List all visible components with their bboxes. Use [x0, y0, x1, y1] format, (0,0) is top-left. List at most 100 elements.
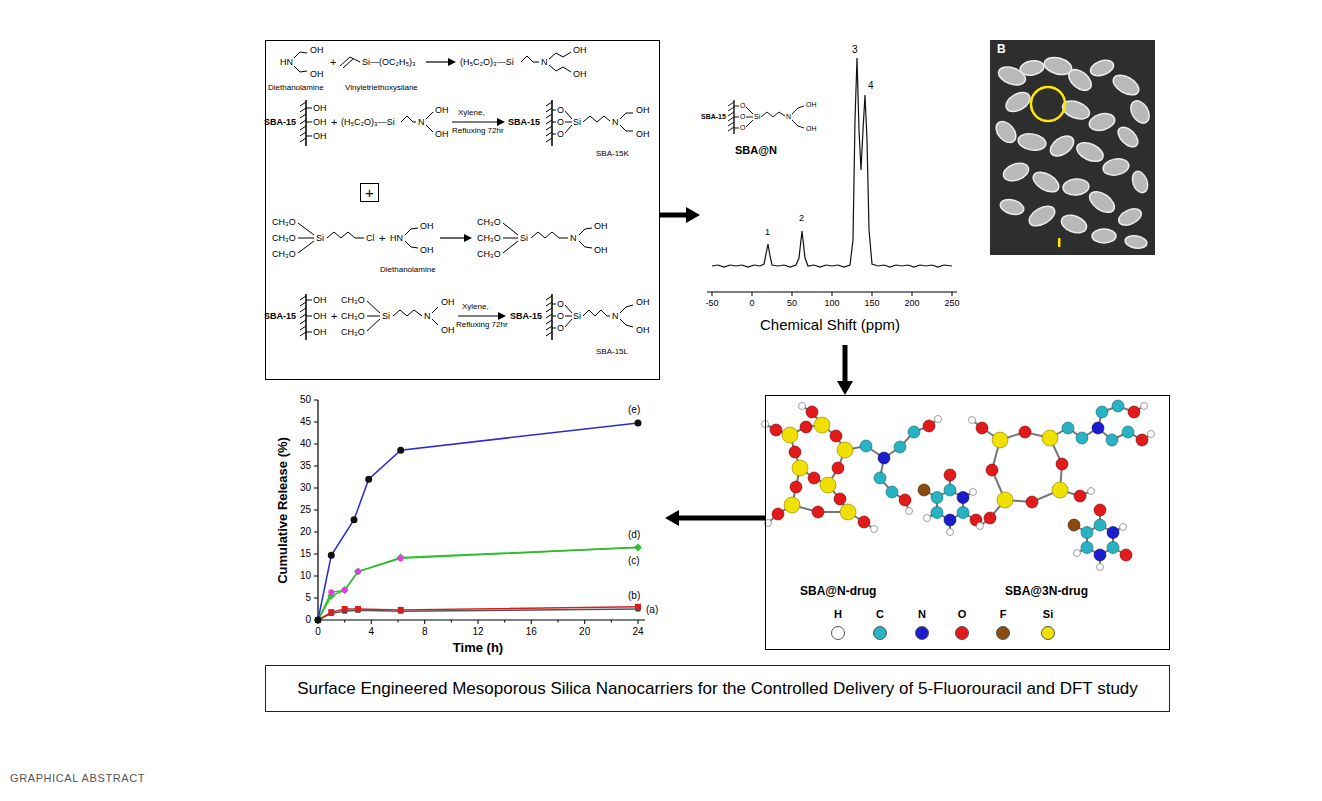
node-text: N [570, 233, 577, 243]
reaction-bonds [405, 241, 418, 248]
reaction-arrows [497, 118, 505, 126]
dft-molecules [800, 421, 812, 433]
dft-molecules [944, 514, 956, 526]
node-text: OH [636, 129, 650, 139]
dft-molecules [845, 419, 938, 511]
release-curve-b [315, 604, 641, 623]
release-curve-b [355, 606, 361, 612]
arrow-head [837, 381, 853, 395]
reaction-bonds [300, 102, 306, 142]
dft-molecules [1094, 504, 1106, 516]
release-curve-d [318, 547, 638, 620]
nmr-spectrum [712, 292, 952, 296]
sem-micrograph [1130, 169, 1151, 194]
node-text: + [379, 232, 385, 245]
release-curve-e [635, 419, 642, 426]
release-curve-d [342, 587, 348, 593]
release-curve-a [316, 607, 641, 623]
arrow-shaft [677, 516, 765, 521]
reaction-bonds [565, 111, 572, 133]
sem-micrograph [1110, 71, 1142, 99]
dft-molecules [806, 406, 818, 418]
dft-molecules [832, 462, 844, 474]
dft-molecules [1081, 527, 1093, 539]
node-text: O [557, 299, 564, 309]
dft-molecules [906, 508, 913, 515]
sem-micrograph [1115, 124, 1142, 151]
axis-tick-label: 20 [579, 626, 590, 638]
dft-molecules [878, 452, 890, 464]
node-text: B [997, 43, 1006, 57]
curve-label: (b) [628, 590, 640, 602]
release-curve-c [318, 547, 638, 620]
curve-label: (d) [628, 529, 640, 541]
node-text: + [330, 56, 336, 69]
nmr-tick-label: 150 [864, 298, 879, 308]
node-text: + [331, 116, 337, 129]
sem-micrograph [1059, 212, 1089, 236]
nmr-spectrum [707, 58, 957, 296]
node-text: SBA-15 [508, 117, 540, 127]
axis-tick-label: 12 [472, 626, 483, 638]
sem-micrograph [1058, 238, 1061, 247]
node-text: N [418, 117, 425, 127]
node-text: O [557, 323, 564, 333]
node-text: O [740, 124, 745, 132]
dft-molecules [784, 497, 800, 513]
dft-molecules [947, 529, 954, 536]
arrow-shaft [843, 345, 848, 383]
release-curve-b [398, 607, 404, 613]
release-curve-a [316, 607, 641, 623]
dft-molecules [860, 440, 872, 452]
release-curve-c [314, 543, 642, 624]
node-text: Si [573, 311, 581, 321]
release-curve-b [342, 606, 348, 612]
dft-molecules [1136, 434, 1148, 446]
node-text: O [740, 113, 745, 121]
sem-micrograph [990, 40, 1155, 255]
reaction-bonds [401, 116, 416, 122]
nmr-tick-label: 200 [904, 298, 919, 308]
node-text: 4 [868, 80, 874, 92]
legend-swatch [955, 626, 969, 640]
sem-micrograph [1047, 132, 1077, 160]
axis-tick-label: 40 [300, 438, 311, 450]
dft-molecules [1076, 432, 1088, 444]
reaction-arrows [458, 315, 500, 316]
reaction-bonds [327, 232, 364, 238]
node-text: O [740, 102, 745, 110]
sem-micrograph [992, 55, 1153, 250]
dft-molecules [931, 492, 943, 504]
node-text: (H₅C₂O)₃—Si [341, 117, 395, 127]
node-text: Cl [366, 233, 375, 243]
release-curve-e [397, 447, 404, 454]
node-text: SBA-15L [596, 347, 628, 356]
axis-tick-label: 4 [369, 626, 375, 638]
nmr-tick-label: 100 [824, 298, 839, 308]
node-text: CH₃O [341, 311, 365, 321]
dft-molecules [1107, 527, 1119, 539]
node-text: CH₃O [477, 233, 501, 243]
reaction-bonds [579, 241, 592, 248]
node-text: Chemical Shift (ppm) [760, 316, 900, 333]
axis-tick-label: 0 [315, 626, 321, 638]
title-text: Surface Engineered Mesoporous Silica Nan… [297, 679, 1138, 699]
axis-tick-label: 25 [300, 504, 311, 516]
dft-molecules [871, 526, 878, 533]
dft-molecules [1019, 426, 1031, 438]
reaction-bonds [426, 112, 433, 132]
sem-micrograph [1074, 139, 1106, 165]
flow-arrow [660, 207, 700, 223]
axis-tick-label: 10 [300, 570, 311, 582]
node-text: Xylene, [462, 302, 489, 311]
release-curve-e [365, 476, 372, 483]
dft-molecules [1088, 488, 1095, 495]
node-text: O [557, 129, 564, 139]
dft-molecules [1094, 549, 1106, 561]
node-text: OH [313, 295, 327, 305]
reaction-bonds [531, 232, 568, 238]
scheme-panel: HNOHOHDiethanolamine+Si—(OC₂H₅)₃Vinyletr… [265, 40, 660, 380]
dft-molecules [782, 427, 798, 443]
reaction-bonds [300, 296, 306, 336]
sem-micrograph [1088, 57, 1115, 78]
